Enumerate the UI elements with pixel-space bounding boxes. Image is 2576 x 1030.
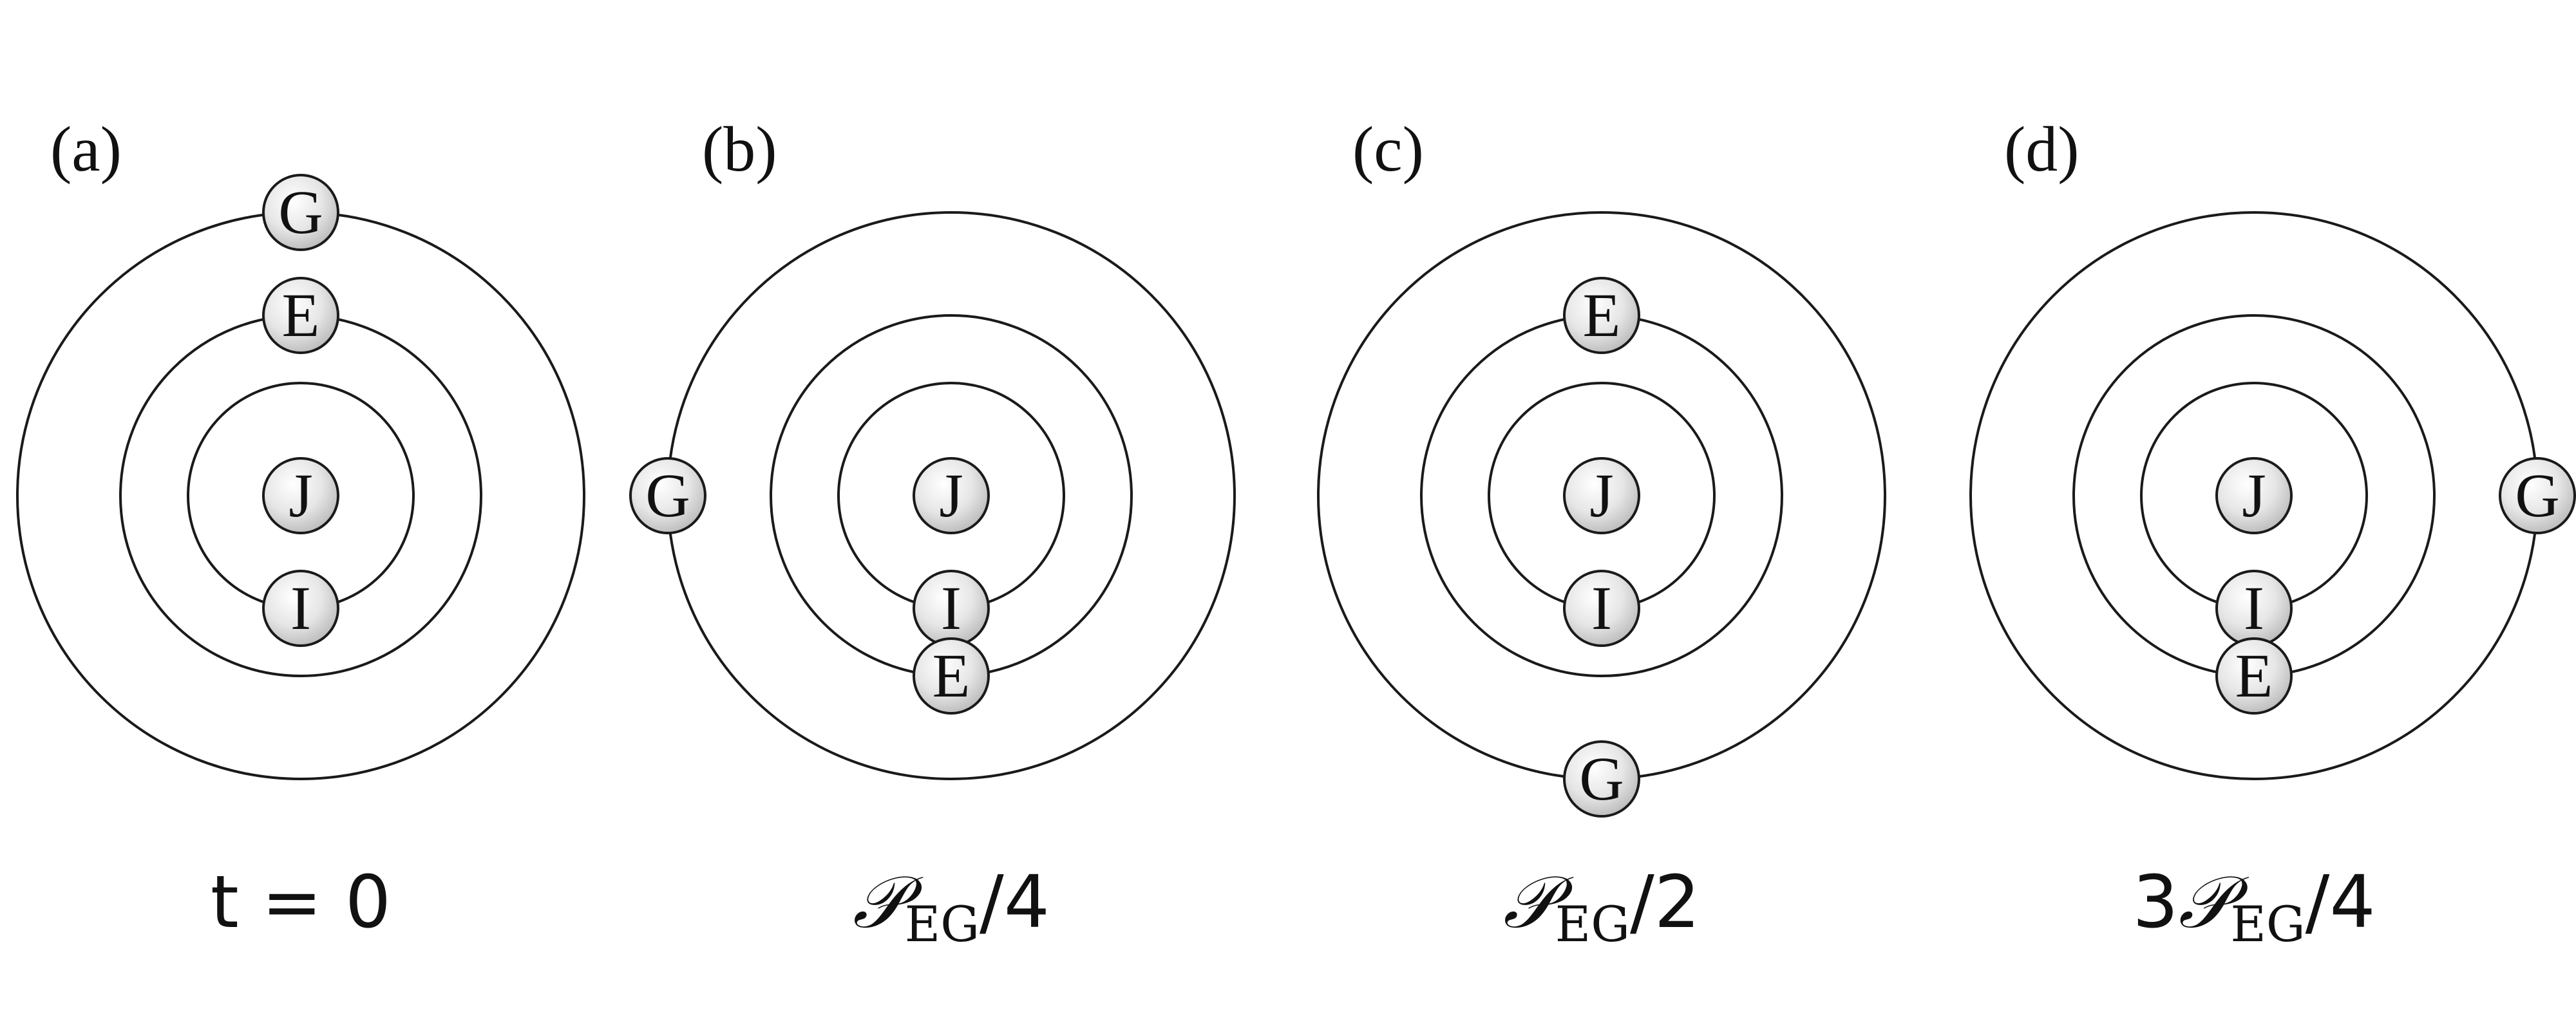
moon-g-letter: G (2515, 461, 2559, 530)
time-label: t = 0 (211, 861, 391, 944)
panel-label: (d) (2004, 113, 2079, 185)
moon-i: I (913, 570, 990, 647)
moon-i-disk (1563, 570, 1640, 647)
panel-b: JIE G (b) 𝒫EG/4 (629, 113, 1236, 953)
moon-e-letter: E (933, 641, 971, 710)
moon-e-letter: E (2235, 641, 2273, 710)
moon-g: G (1563, 740, 1640, 818)
moon-i-disk (262, 570, 339, 647)
panel-a: JI EG (a) t = 0 (16, 113, 585, 944)
moon-e-disk (262, 277, 339, 354)
panel-d: JIE G (d) 3𝒫EG/4 (1969, 113, 2576, 953)
moon-g-disk (1563, 740, 1640, 818)
moon-g-disk (2499, 457, 2576, 534)
central-body-letter: J (2242, 461, 2266, 530)
time-label: 𝒫EG/4 (853, 861, 1050, 953)
central-body-disk (913, 457, 990, 534)
moon-i-letter: I (1591, 574, 1612, 642)
moon-e: E (262, 277, 339, 354)
central-body-disk (1563, 457, 1640, 534)
moon-g-letter: G (1579, 744, 1624, 813)
moon-g-disk (262, 174, 339, 251)
moon-e: E (1563, 277, 1640, 354)
time-label: 3𝒫EG/4 (2132, 861, 2375, 953)
moon-e: E (2215, 637, 2293, 715)
moon-e-letter: E (1583, 281, 1621, 350)
moon-i-letter: I (941, 574, 961, 642)
moon-i-letter: I (2244, 574, 2264, 642)
moon-i: I (1563, 570, 1640, 647)
moon-g: G (262, 174, 339, 251)
moon-e-disk (2215, 637, 2293, 715)
central-body-disk (262, 457, 339, 534)
central-body: J (2215, 457, 2293, 534)
moon-e-disk (913, 637, 990, 715)
central-body-disk (2215, 457, 2293, 534)
moon-i-letter: I (290, 574, 311, 642)
moon-i: I (262, 570, 339, 647)
panel-c: JI E G (c) 𝒫EG/2 (1317, 113, 1886, 953)
central-body: J (262, 457, 339, 534)
central-body: J (1563, 457, 1640, 534)
central-body: J (913, 457, 990, 534)
moon-i: I (2215, 570, 2293, 647)
time-label: 𝒫EG/2 (1503, 861, 1700, 953)
moon-g-disk (629, 457, 706, 534)
moon-g-letter: G (645, 461, 690, 530)
moon-e-letter: E (282, 281, 320, 350)
central-body-letter: J (939, 461, 963, 530)
moon-g: G (2499, 457, 2576, 534)
moon-g-letter: G (278, 178, 323, 247)
panel-label: (b) (702, 113, 777, 185)
panel-label: (c) (1352, 113, 1424, 185)
moon-e: E (913, 637, 990, 715)
central-body-letter: J (1589, 461, 1613, 530)
moon-g: G (629, 457, 706, 534)
moon-e-disk (1563, 277, 1640, 354)
central-body-letter: J (289, 461, 312, 530)
panel-label: (a) (50, 113, 122, 185)
